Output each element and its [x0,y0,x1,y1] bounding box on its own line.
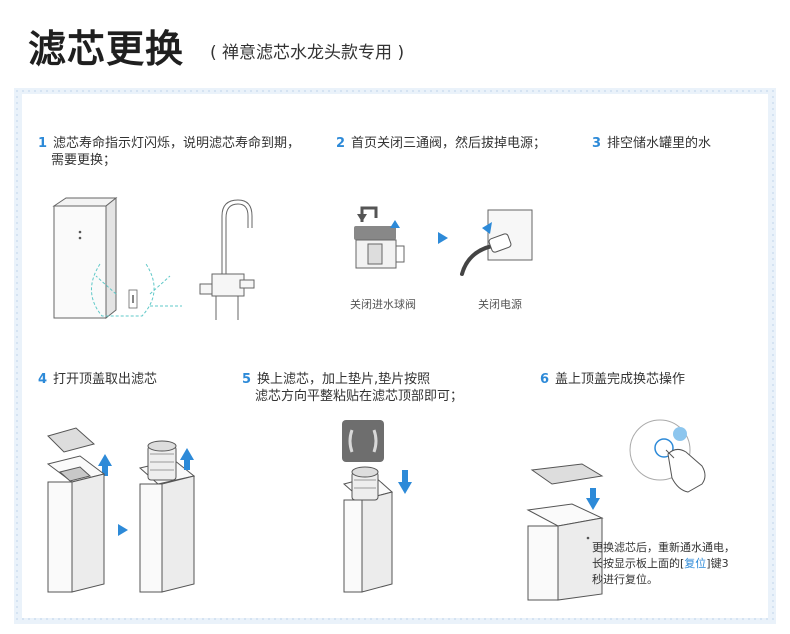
note-text: ]键3 [706,557,729,570]
filter-cartridge-icon [351,466,379,501]
step-number: 6 [540,372,550,387]
power-plug-icon [460,209,533,276]
step-3: 3 排空储水罐里的水 [592,135,711,152]
step6-purifier-illustration [526,463,604,601]
arrow-up-icon [98,454,112,466]
instruction-panel: 1 滤芯寿命指示灯闪烁，说明滤芯寿命到期， 需要更换； 2 首页关闭三通阀，然后拔掉… [14,88,776,624]
step-text: 盖上顶盖完成换芯操作 [555,372,686,387]
step4-illustration [46,427,196,593]
signal-arc [91,263,155,317]
page-subtitle: ( 禅意滤芯水龙头款专用 ) [210,43,405,63]
step1-illustration [52,196,255,320]
step-number: 2 [336,136,346,151]
hand-press-icon [629,419,706,493]
step5-illustration [342,420,412,593]
lid-icon [47,427,96,453]
arrow-right-icon [438,232,448,244]
arrow-down-icon [586,498,600,510]
gasket-icon [342,420,384,462]
instruction-card: 1 滤芯寿命指示灯闪烁，说明滤芯寿命到期， 需要更换； 2 首页关闭三通阀，然后拔掉… [22,94,768,618]
lid-icon [530,463,604,485]
step-6: 6 盖上顶盖完成换芯操作 [540,371,685,388]
step-text: 换上滤芯，加上垫片,垫片按照 [257,372,431,387]
step-text: 首页关闭三通阀，然后拔掉电源； [351,136,547,151]
step-4: 4 打开顶盖取出滤芯 [38,371,157,388]
filter-cartridge-icon [147,440,177,481]
step-text: 排空储水罐里的水 [607,136,712,151]
step-number: 4 [38,372,48,387]
valve-icon [354,206,405,269]
note-text: 更换滤芯后，重新通水通电， [592,541,735,554]
step-5: 5 换上滤芯，加上垫片,垫片按照 滤芯方向平整粘贴在滤芯顶部即可； [242,371,542,405]
arrow-up-icon [180,448,194,460]
valve-caption: 关闭进水球阀 [350,298,416,311]
step-text: 滤芯寿命指示灯闪烁，说明滤芯寿命到期， [53,136,301,151]
step-2: 2 首页关闭三通阀，然后拔掉电源； [336,135,546,152]
arrow-right-icon [118,524,128,536]
signal-ray [95,275,117,295]
reset-note: 更换滤芯后，重新通水通电， 长按显示板上面的[复位]键3 秒进行复位。 [592,540,772,588]
step-number: 3 [592,136,602,151]
step2-illustration [354,206,533,276]
reset-key-label: 复位 [684,557,707,570]
arrow-down-icon [398,482,412,494]
note-text: 长按显示板上面的[ [592,557,685,570]
step6-illustration [629,419,706,493]
purifier-icon [526,503,604,601]
faucet-icon [199,199,255,320]
step-1: 1 滤芯寿命指示灯闪烁，说明滤芯寿命到期， 需要更换； [38,135,338,169]
step-text-cont: 滤芯方向平整粘贴在滤芯顶部即可； [255,389,464,404]
signal-ray [149,275,171,295]
step-text: 打开顶盖取出滤芯 [53,372,158,387]
step-number: 1 [38,136,48,151]
note-text: 秒进行复位。 [592,573,658,586]
power-caption: 关闭电源 [478,298,522,311]
page-title: 滤芯更换 [28,27,185,71]
step-text-cont: 需要更换； [51,153,117,168]
purifier-icon [52,196,118,320]
purifier-icon [46,455,106,593]
step-number: 5 [242,372,252,387]
